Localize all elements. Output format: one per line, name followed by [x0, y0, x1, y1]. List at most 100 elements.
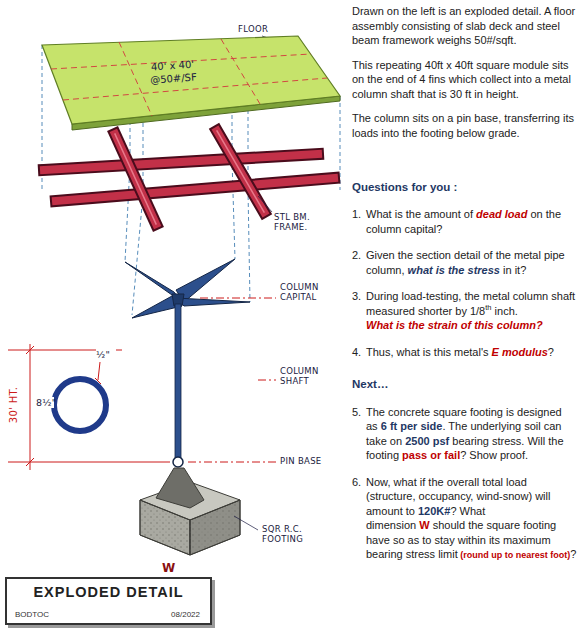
drawing-part — [44, 154, 334, 201]
text-run: th — [485, 303, 491, 312]
question-number: 6. — [352, 475, 361, 490]
drawing-part — [26, 346, 34, 354]
text-run: The column sits on a pin base, transferr… — [352, 112, 574, 139]
floor-slab: 40' x 40' @50#/SF — [40, 34, 342, 132]
text-run: During load-testing, the metal column sh… — [366, 290, 575, 317]
slab-part — [42, 36, 340, 124]
part-label: PIN BASE — [280, 456, 340, 466]
drawing-part — [156, 468, 204, 508]
text-paragraph: 1.What is the amount ofdead loadon the c… — [352, 207, 578, 236]
dimension: ½" — [96, 349, 116, 360]
text-paragraph: The column sits on a pin base, transferr… — [352, 111, 578, 140]
text-run: in it? — [503, 264, 526, 276]
drawing-part — [232, 159, 235, 259]
pipe-section — [54, 379, 106, 431]
text-run: Questions for you : — [352, 181, 457, 193]
drawing-part — [176, 259, 235, 302]
text-run: 2500 psf — [405, 435, 449, 447]
text-run: E modulus — [492, 346, 548, 358]
text-column: Drawn on the left is an exploded detail.… — [352, 4, 578, 562]
dimension: 8½" — [36, 397, 54, 408]
text-run: What is the amount of — [366, 208, 473, 220]
drawing-part — [115, 134, 156, 224]
drawing-part — [258, 380, 276, 381]
footing — [140, 468, 240, 555]
author-text: BODTOC — [15, 610, 49, 619]
text-paragraph: Drawn on the left is an exploded detail.… — [352, 4, 578, 48]
part-label: FLOOR — [238, 24, 278, 34]
drawing-part — [200, 298, 276, 299]
text-paragraph: 3. During load-testing, the metal column … — [352, 289, 578, 333]
title-text: EXPLODED DETAIL — [7, 584, 210, 600]
drawing-part — [115, 131, 264, 224]
drawing-part — [234, 516, 258, 530]
drawing-part — [140, 500, 190, 555]
dimension: W — [162, 561, 176, 575]
question-number: 1. — [352, 207, 361, 222]
part-label: COLUMN CAPITAL — [280, 282, 336, 302]
question-number: 3. — [352, 289, 361, 304]
drawing-part — [26, 458, 34, 466]
drawing-part — [115, 131, 264, 224]
text-paragraph: Questions for you : — [352, 180, 578, 195]
text-run: ? Show proof. — [460, 449, 528, 461]
drawing-part — [30, 344, 31, 470]
text-run: Next… — [352, 378, 388, 390]
drawing-part — [217, 131, 264, 212]
drawing-part — [248, 189, 250, 302]
dimension: 30' HT. — [8, 387, 20, 423]
drawing-part — [217, 131, 264, 212]
text-paragraph: 5.The concrete square footing is designe… — [352, 405, 578, 463]
text-run: Drawn on the left is an exploded detail.… — [352, 5, 575, 46]
text-run: W — [419, 519, 429, 531]
text-run: dead load — [476, 208, 527, 220]
text-run: ? — [548, 346, 554, 358]
text-run: What is the strain of this column? — [366, 318, 578, 333]
title-block: EXPLODED DETAIL BODTOC 08/2022 — [5, 577, 212, 625]
text-run: pass or fail — [402, 449, 460, 461]
drawing-part — [115, 134, 156, 224]
drawing-part — [44, 154, 334, 201]
text-run: what is the stress — [408, 264, 500, 276]
part-label: SQR R.C. FOOTING — [262, 524, 324, 544]
question-number: 5. — [352, 405, 361, 420]
slab-part — [221, 39, 260, 104]
drawing-part — [8, 462, 170, 463]
text-run: 6 ft per side — [381, 420, 443, 432]
column-shaft — [175, 304, 181, 458]
drawing-part — [188, 462, 276, 463]
drawing-part — [56, 178, 334, 201]
drawing-part — [44, 154, 318, 170]
text-run: ? — [570, 548, 576, 560]
text-paragraph: 2.Given the section detail of the metal … — [352, 248, 578, 277]
drawing-part — [98, 362, 100, 380]
pin-base — [173, 457, 183, 467]
part-label: STL BM. FRAME. — [274, 212, 322, 232]
drawing-part — [44, 154, 318, 170]
text-run: 120K# — [418, 505, 450, 517]
text-run: inch. — [495, 305, 518, 317]
drawing-part — [115, 134, 156, 224]
text-paragraph: 4. Thus, what is this metal'sE modulus? — [352, 345, 578, 360]
drawing-part — [190, 500, 240, 555]
question-number: 2. — [352, 248, 361, 263]
steel-beam-frame — [44, 131, 334, 224]
text-run: Thus, what is this metal's — [366, 346, 489, 358]
text-paragraph: Next… — [352, 377, 578, 392]
question-number: 4. — [352, 345, 361, 360]
part-label: COLUMN SHAFT — [280, 366, 336, 386]
drawing-part — [258, 196, 272, 212]
slab-load-note: 40' x 40' @50#/SF — [139, 58, 207, 88]
text-run: This repeating 40ft x 40ft square module… — [352, 59, 571, 100]
drawing-part — [115, 131, 264, 224]
drawing-part — [217, 131, 264, 212]
text-run: (round up to nearest foot) — [460, 550, 570, 560]
slab-part — [119, 42, 152, 116]
date-text: 08/2022 — [171, 610, 200, 619]
text-paragraph: This repeating 40ft x 40ft square module… — [352, 58, 578, 102]
drawing-part — [56, 178, 334, 201]
drawing-part — [132, 195, 143, 315]
dimension-lines — [8, 298, 276, 470]
text-paragraph: 6.Now, what if the overall total load (s… — [352, 475, 578, 562]
drawing-part — [176, 298, 250, 306]
